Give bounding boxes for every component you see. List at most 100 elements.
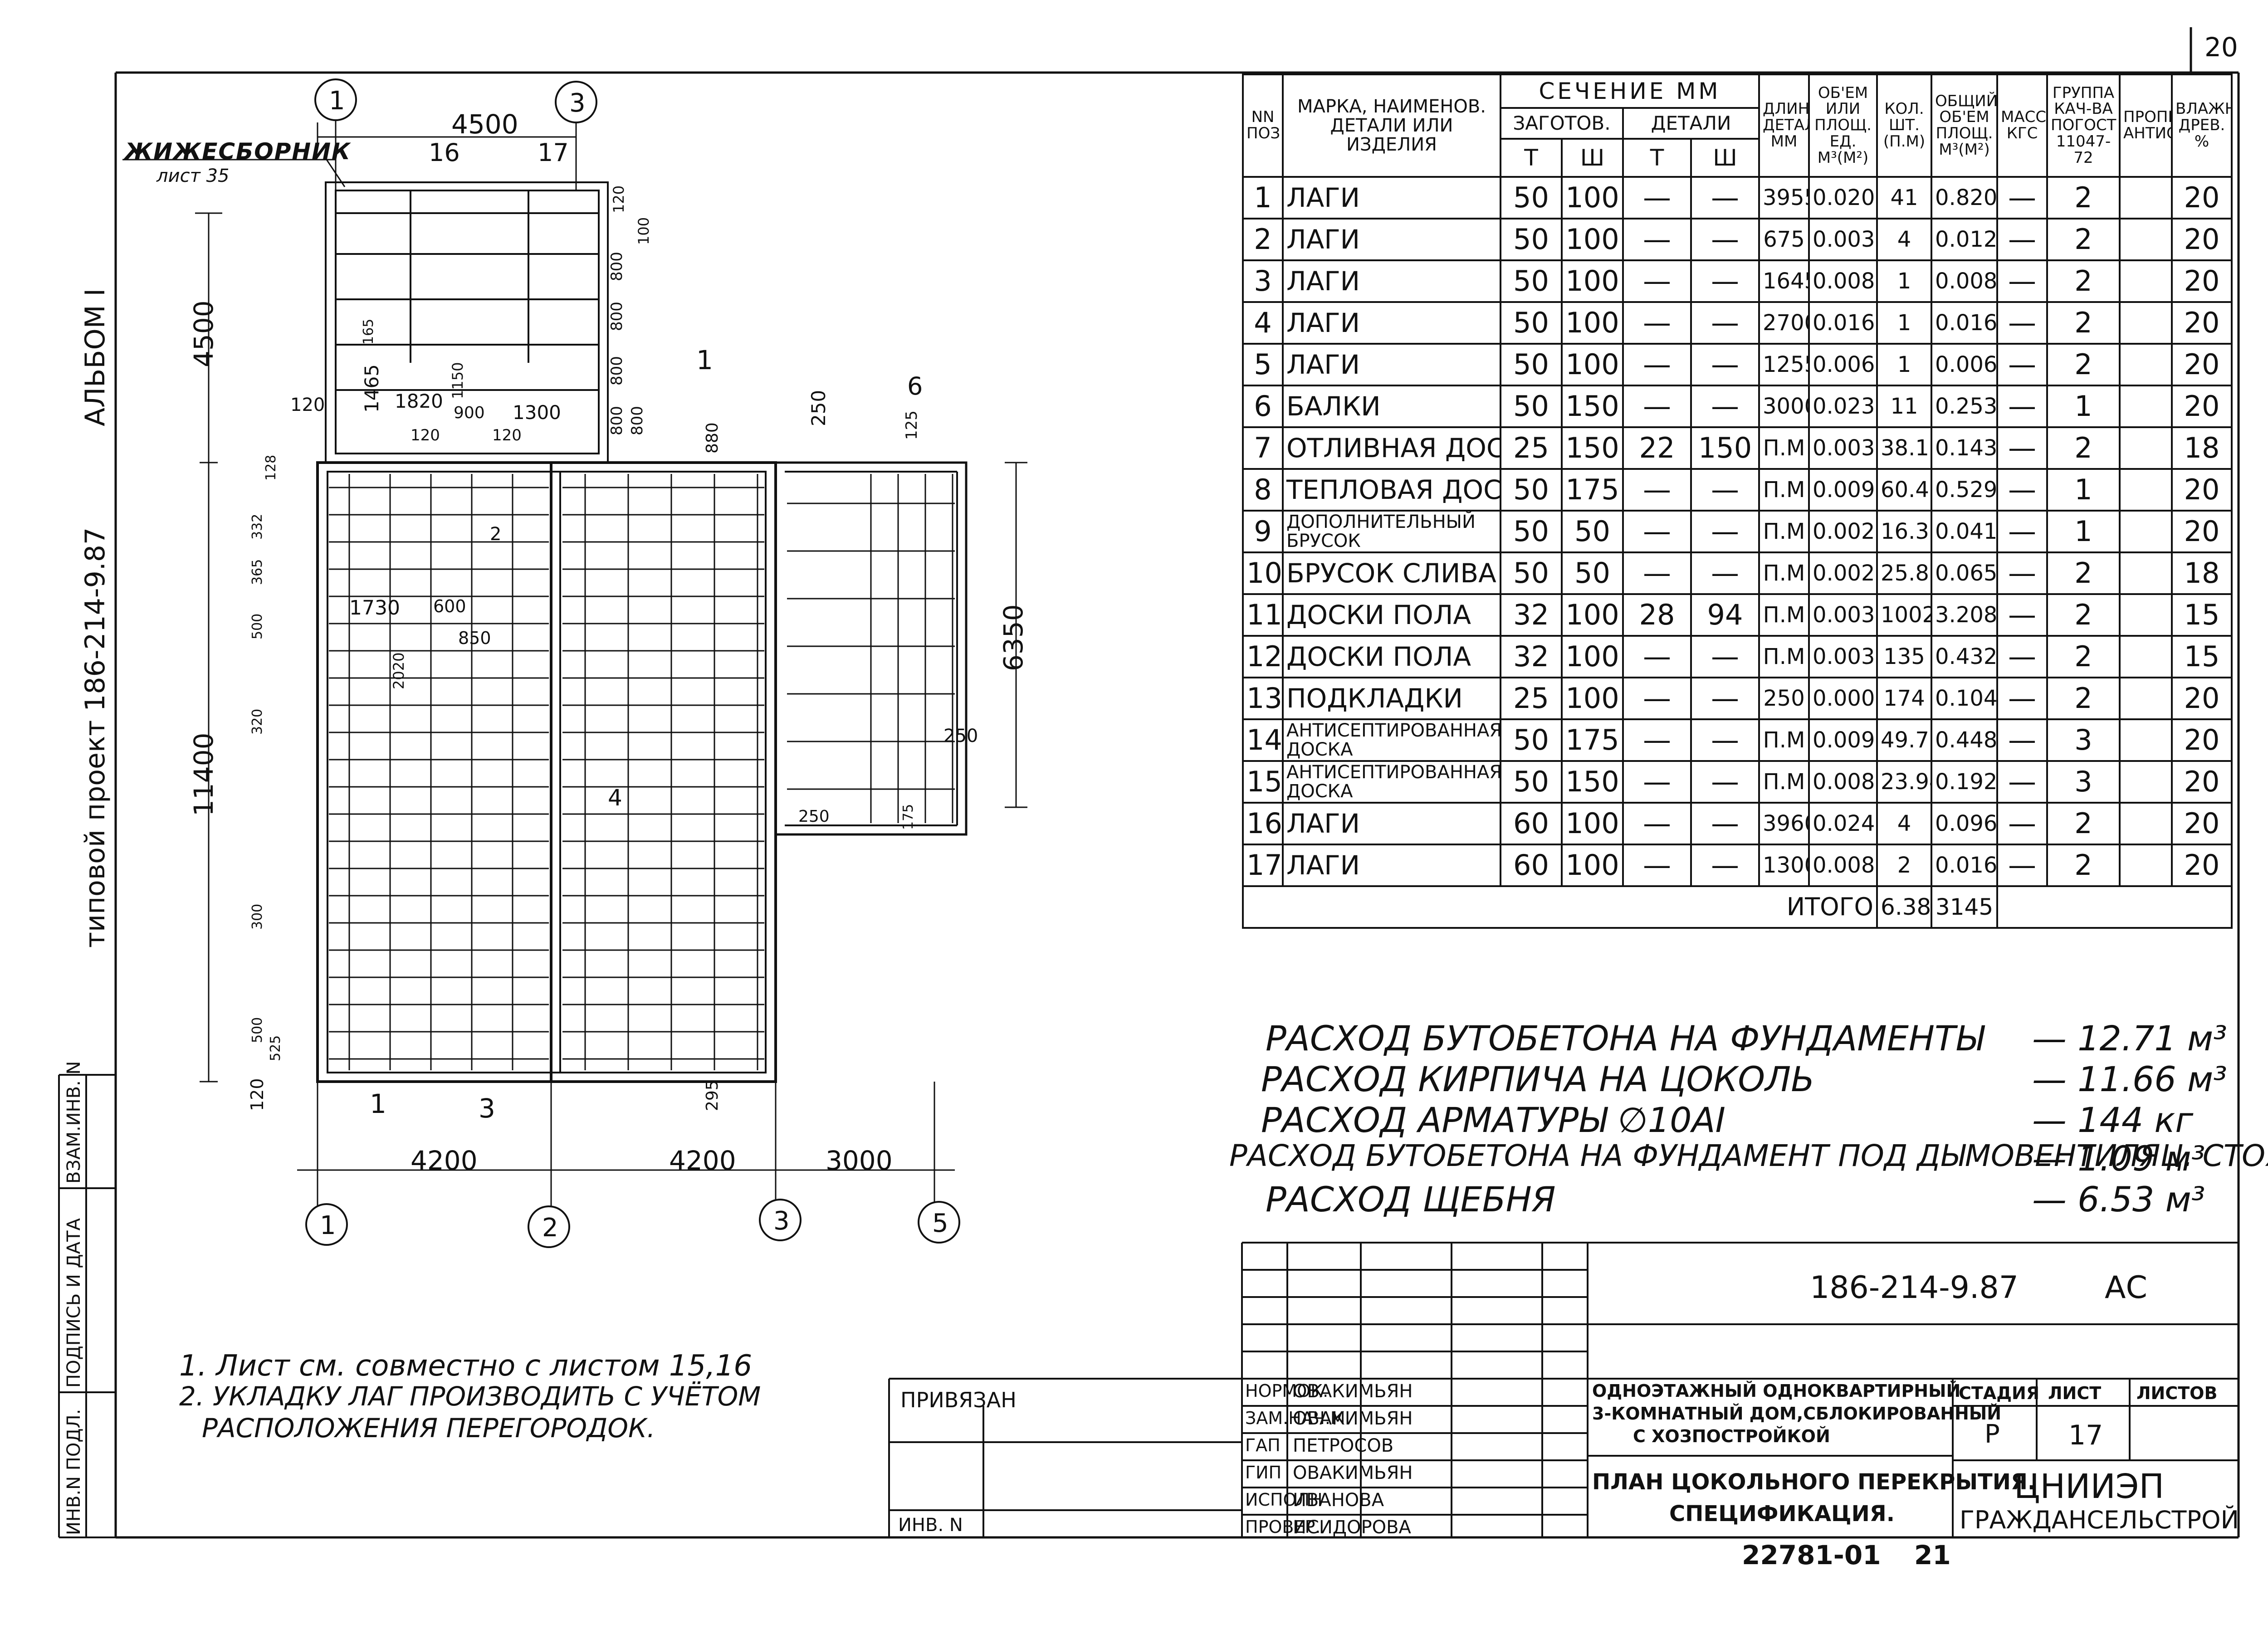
dim-4500-left: 4500 [188,300,219,367]
spec-cell-vol: 0.0025 [1808,510,1878,553]
mark-2: 2 [490,524,502,545]
spec-cell-shd: — [1690,176,1760,219]
spec-cell-vol: 0.0032 [1808,593,1878,637]
role-label: ИСПОЛН [1245,1490,1323,1510]
axis-label-5-bottom: 5 [932,1209,948,1238]
spec-cell-mass: — [1996,802,2048,845]
spec-cell-n: 13 [1242,677,1284,720]
axis-bubble-2-bottom [528,1205,570,1248]
col-header-obem: ОБ'ЕМ ИЛИ ПЛОЩ. ЕД. М³(М²) [1808,73,1878,178]
spec-cell-qty: 16.3 [1876,510,1933,553]
dim-small: 295 [703,1080,722,1111]
spec-cell-tot: 3.208 [1931,593,1999,637]
role-person: ОВАКИМЬЯН [1293,1381,1413,1402]
vzam-inv-label: ВЗАМ.ИНВ. N [64,1061,84,1184]
spec-cell-t: 50 [1500,510,1563,553]
dim-small: 125 [903,410,921,440]
spec-cell-grp: 3 [2046,718,2121,762]
spec-cell-tot: 0.016 [1931,844,1999,887]
spec-cell-shd: — [1690,802,1760,845]
spec-cell-td: — [1622,259,1692,303]
spec-cell-t: 50 [1500,468,1563,512]
spec-cell-sh: 175 [1561,718,1624,762]
spec-cell-len: 1300 [1758,844,1810,887]
podpis-data-label: ПОДПИСЬ И ДАТА [64,1218,84,1388]
spec-cell-shd: 94 [1690,593,1760,637]
spec-cell-vl: 20 [2171,176,2233,219]
spec-cell-t: 32 [1500,593,1563,637]
spec-cell-propit [2119,468,2173,512]
spec-cell-mass: — [1996,259,2048,303]
spec-cell-shd: — [1690,677,1760,720]
dim-3000: 3000 [826,1145,893,1176]
consumption-label: РАСХОД БУТОБЕТОНА НА ФУНДАМЕНТ ПОД ДЫМОВ… [1229,1138,2268,1173]
spec-cell-mass: — [1996,718,2048,762]
spec-cell-tot: 0.016 [1931,301,1999,345]
dim-small: 165 [361,318,376,345]
col-header-sechenie: СЕЧЕНИЕ ММ [1499,73,1760,109]
consumption-value: — 12.71 м³ [2032,1018,2227,1058]
spec-cell-td: — [1622,218,1692,261]
spec-cell-qty: 4 [1876,802,1933,845]
spec-cell-n: 7 [1242,426,1284,470]
spec-cell-qty: 23.94 [1876,760,1933,804]
consumption-value: — 144 кг [2032,1100,2194,1140]
col-header-detali: ДЕТАЛИ [1622,107,1760,140]
spec-cell-td: 22 [1622,426,1692,470]
note-line: РАСПОЛОЖЕНИЯ ПЕРЕГОРОДОК. [202,1413,655,1444]
spec-cell-vl: 20 [2171,510,2233,553]
spec-cell-name: ЛАГИ [1282,301,1501,345]
spec-cell-tot: 0.448 [1931,718,1999,762]
spec-cell-name: ЛАГИ [1282,802,1501,845]
spec-cell-sh: 150 [1561,426,1624,470]
spec-cell-mass: — [1996,510,2048,553]
spec-cell-propit [2119,677,2173,720]
role-label: ГАП [1245,1435,1281,1455]
org-name-1: ЦНИИЭП [2014,1467,2165,1506]
spec-cell-sh: 100 [1561,259,1624,303]
spec-cell-grp: 1 [2046,510,2121,553]
mark-3-bottom: 3 [479,1093,495,1124]
spec-cell-td: — [1622,510,1692,553]
col-header-zagotov: ЗАГОТОВ. [1500,107,1624,140]
itogo-label: ИТОГО [1242,885,1877,929]
spec-cell-name: ДОСКИ ПОЛА [1282,593,1501,637]
spec-cell-t: 50 [1500,218,1563,261]
spec-cell-len: 675 [1758,218,1810,261]
mark-1-top: 1 [696,345,713,376]
spec-cell-grp: 2 [2046,677,2121,720]
spec-cell-t: 25 [1500,677,1563,720]
spec-cell-propit [2119,760,2173,804]
spec-cell-tot: 0.104 [1931,677,1999,720]
mark-6: 6 [907,372,923,400]
listov-header: ЛИСТОВ [2136,1383,2218,1403]
spec-cell-sh: 100 [1561,677,1624,720]
sheet-corner-number: 20 [2204,32,2238,63]
spec-cell-len: 1645 [1758,259,1810,303]
spec-cell-td: — [1622,343,1692,386]
spec-cell-mass: — [1996,301,2048,345]
spec-cell-vl: 20 [2171,718,2233,762]
spec-cell-vol: 0.0025 [1808,551,1878,595]
spec-cell-shd: — [1690,301,1760,345]
spec-cell-td: — [1622,718,1692,762]
spec-cell-td: — [1622,844,1692,887]
spec-cell-shd: 150 [1690,426,1760,470]
spec-cell-name: АНТИСЕПТИРОВАННАЯ ДОСКА [1282,718,1501,762]
spec-cell-sh: 100 [1561,802,1624,845]
dim-small: 800 [628,406,646,435]
spec-cell-n: 12 [1242,635,1284,678]
spec-cell-propit [2119,426,2173,470]
spec-cell-n: 5 [1242,343,1284,386]
spec-cell-grp: 2 [2046,343,2121,386]
spec-cell-vl: 20 [2171,385,2233,428]
